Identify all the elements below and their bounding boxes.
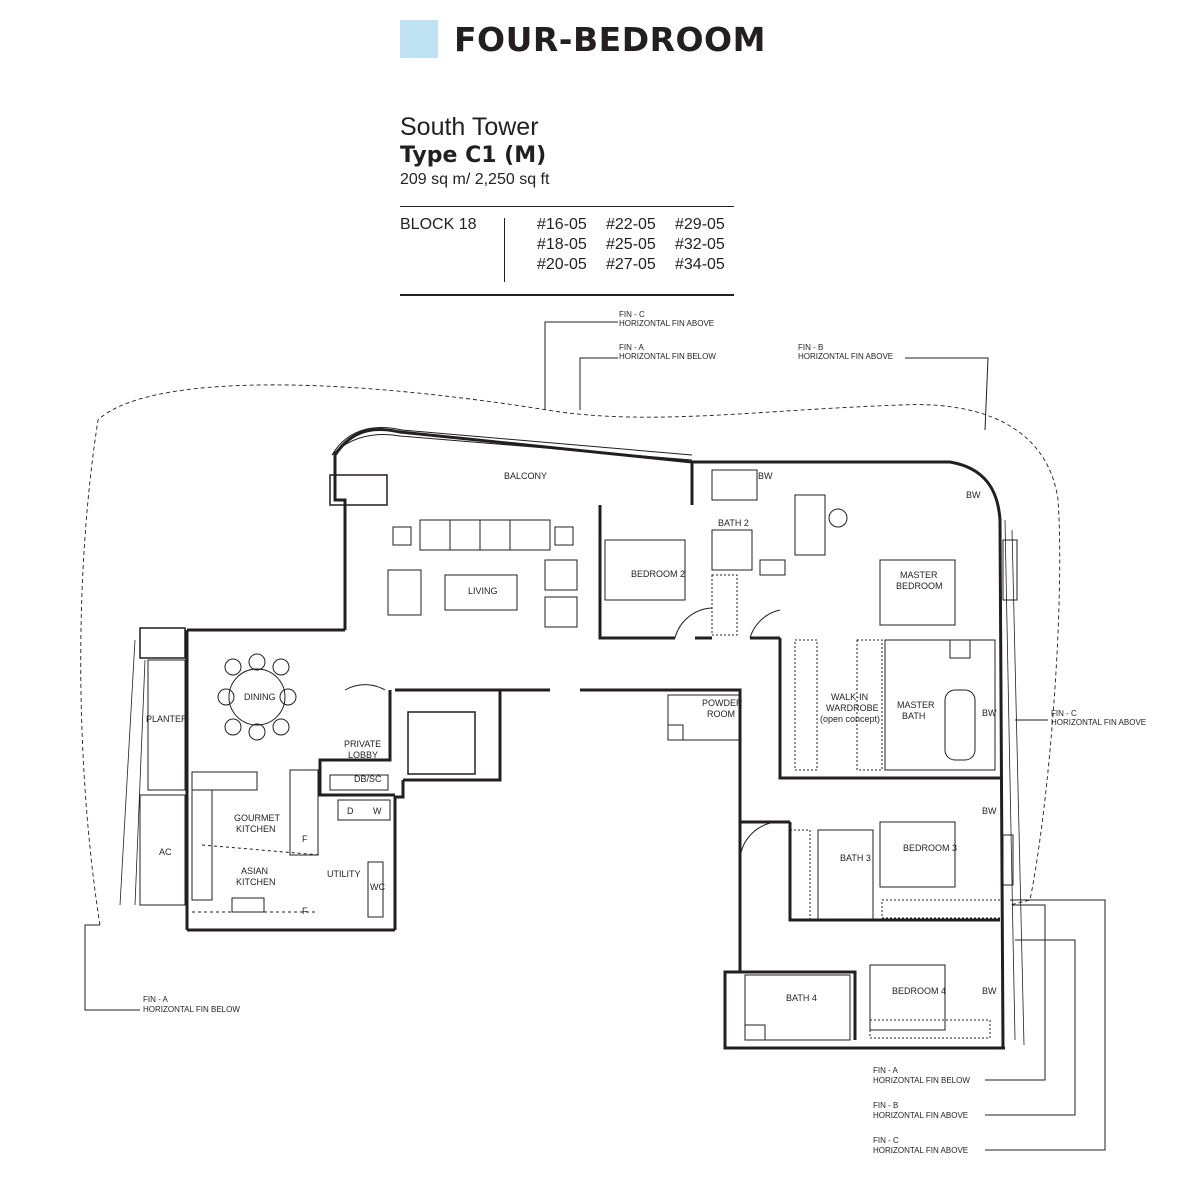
- room-label-bedroom3: BEDROOM 3: [903, 843, 957, 853]
- fin-label: FIN - A: [619, 343, 645, 352]
- room-label-master-bath-2: BATH: [902, 711, 925, 721]
- fin-label: HORIZONTAL FIN BELOW: [873, 1076, 970, 1085]
- divider: [400, 206, 734, 207]
- fin-label: HORIZONTAL FIN ABOVE: [873, 1111, 968, 1120]
- unit-area: 209 sq m/ 2,250 sq ft: [400, 171, 550, 188]
- page-title: FOUR-BEDROOM: [454, 19, 766, 59]
- room-label-master-bath-1: MASTER: [897, 700, 935, 710]
- fin-label: HORIZONTAL FIN ABOVE: [619, 319, 714, 328]
- room-label-lobby: LOBBY: [348, 750, 378, 760]
- fin-label: FIN - A: [873, 1066, 899, 1075]
- ac-ledge: [139, 794, 186, 906]
- room-label-utility: UTILITY: [327, 869, 361, 879]
- balcony-column: [329, 474, 388, 506]
- bedroom2-bed: [604, 539, 686, 601]
- room-label-open-concept: (open concept): [820, 714, 880, 724]
- fin-label: HORIZONTAL FIN ABOVE: [1051, 718, 1146, 727]
- balcony-outline: [331, 427, 693, 456]
- divider: [400, 294, 734, 296]
- block-label: BLOCK 18: [400, 216, 477, 233]
- unit-type: Type C1 (M): [400, 143, 547, 168]
- washer-label-w: W: [373, 806, 382, 816]
- bay-window-label: BW: [982, 806, 997, 816]
- unit-number: #25-05: [606, 236, 656, 253]
- room-label-bath2: BATH 2: [718, 518, 749, 528]
- void-shaft: [407, 711, 476, 775]
- fin-label: FIN - A: [143, 995, 169, 1004]
- room-label-ac: AC: [159, 847, 172, 857]
- fin-label: FIN - C: [1051, 709, 1077, 718]
- room-label-wc: WC: [370, 882, 385, 892]
- room-label-gourmet-kitchen: KITCHEN: [236, 824, 276, 834]
- room-label-master: MASTER: [900, 570, 938, 580]
- unit-number: #18-05: [537, 236, 587, 253]
- room-label-asian: ASIAN: [241, 866, 268, 876]
- room-label-walkin: WALK-IN: [831, 692, 868, 702]
- bedroom4-bed: [869, 964, 946, 1031]
- room-label-powder: POWDER: [702, 698, 743, 708]
- fin-label: HORIZONTAL FIN BELOW: [143, 1005, 240, 1014]
- dining-table: [228, 668, 286, 726]
- room-label-bedroom4: BEDROOM 4: [892, 986, 946, 996]
- unit-number: #22-05: [606, 216, 656, 233]
- room-label-bath4: BATH 4: [786, 993, 817, 1003]
- master-bed: [879, 559, 956, 626]
- unit-number: #34-05: [675, 256, 725, 273]
- bay-window-label: BW: [982, 708, 997, 718]
- fin-label: FIN - C: [619, 310, 645, 319]
- room-label-wardrobe: WARDROBE: [826, 703, 879, 713]
- fin-outline: [80, 384, 1061, 926]
- room-label-balcony: BALCONY: [504, 471, 547, 481]
- unit-number: #29-05: [675, 216, 725, 233]
- fridge-label: F: [302, 834, 308, 844]
- divider: [504, 218, 505, 282]
- washer-label-d: D: [347, 806, 354, 816]
- bay-window-label: BW: [982, 986, 997, 996]
- page-header: FOUR-BEDROOM: [400, 18, 766, 60]
- exterior-walls: [185, 428, 1005, 1050]
- fin-label: HORIZONTAL FIN ABOVE: [873, 1146, 968, 1155]
- fridge-label: F: [302, 906, 308, 916]
- category-color-swatch: [400, 20, 438, 58]
- planter-box: [147, 659, 186, 791]
- bay-window-label: BW: [966, 490, 981, 500]
- fin-label: HORIZONTAL FIN BELOW: [619, 352, 716, 361]
- unit-number: #16-05: [537, 216, 587, 233]
- room-label-gourmet: GOURMET: [234, 813, 281, 823]
- tower-name: South Tower: [400, 113, 539, 141]
- bedroom3-bed: [879, 821, 956, 888]
- fin-label: HORIZONTAL FIN ABOVE: [798, 352, 893, 361]
- unit-info: South Tower Type C1 (M) 209 sq m/ 2,250 …: [400, 112, 734, 296]
- unit-number: #32-05: [675, 236, 725, 253]
- unit-number-list: #16-05 #22-05 #29-05 #18-05 #25-05 #32-0…: [537, 216, 737, 274]
- room-label-master-bedroom: BEDROOM: [896, 581, 943, 591]
- room-label-planter: PLANTER: [146, 714, 188, 724]
- room-label-living: LIVING: [468, 586, 498, 596]
- unit-number: #27-05: [606, 256, 656, 273]
- room-label-private: PRIVATE: [344, 739, 381, 749]
- room-label-dining: DINING: [244, 692, 276, 702]
- fin-label: FIN - B: [798, 343, 823, 352]
- unit-number: #20-05: [537, 256, 587, 273]
- room-label-bath3: BATH 3: [840, 853, 871, 863]
- room-label-bedroom2: BEDROOM 2: [631, 569, 685, 579]
- room-label-dbsc: DB/SC: [354, 774, 382, 784]
- bay-window-label: BW: [758, 471, 773, 481]
- room-label-asian-kitchen: KITCHEN: [236, 877, 276, 887]
- fin-label: FIN - C: [873, 1136, 899, 1145]
- fin-label: FIN - B: [873, 1101, 898, 1110]
- room-label-powder-room: ROOM: [707, 709, 735, 719]
